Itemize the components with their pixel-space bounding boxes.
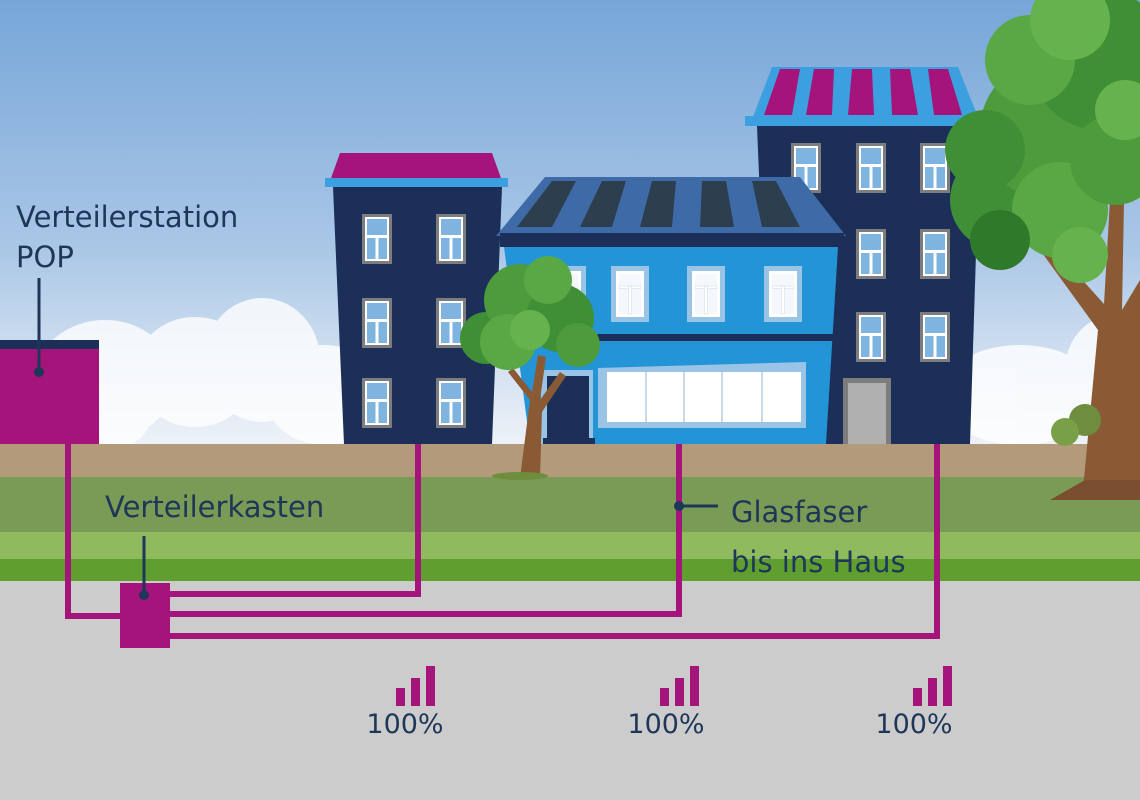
signal-bars-icon [394,664,438,706]
signal-bars-icon [658,664,702,706]
small-tree [460,256,600,480]
pop-station-building [0,340,99,444]
signal-value-house-right: 100% [875,709,953,740]
fiber-to-house-right [169,444,940,639]
house-middle [496,177,846,444]
fiber-label: Glasfaser bis ins Haus [731,487,906,587]
pop-station-label-line2: POP [16,240,74,274]
fiber-label-line1: Glasfaser [731,495,868,529]
fiber-pop-to-cabinet [65,444,120,619]
cabinet-label: Verteilerkasten [105,490,325,524]
fiber-to-house-middle [169,444,682,617]
signal-value-house-middle: 100% [627,709,705,740]
grass-edge-band [0,559,1140,581]
signal-bars-icon [911,664,955,706]
pop-station-label-line1: Verteilerstation [16,200,239,234]
grass-light-band [0,532,1140,559]
fiber-lines [65,444,940,639]
pop-station-label: Verteilerstation POP [16,197,238,277]
grass-dark-band [0,477,1140,532]
big-tree [945,0,1140,500]
fiber-to-house-left [169,444,421,597]
fiber-label-line2: bis ins Haus [731,545,906,579]
label-pointers [34,278,718,600]
signal-value-house-left: 100% [366,709,444,740]
soil-band [0,444,1140,477]
house-left [325,153,508,444]
